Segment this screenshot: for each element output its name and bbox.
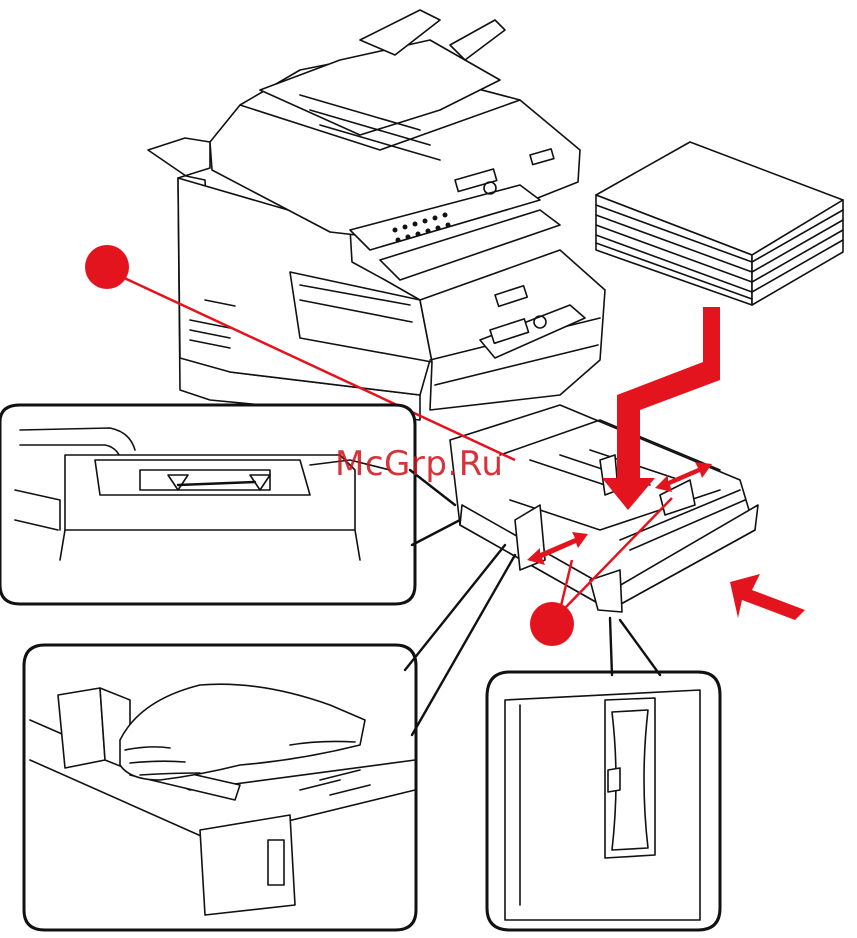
inset-paper-level-indicator <box>487 618 720 930</box>
red-dot-marker-1 <box>85 245 129 289</box>
watermark-text: McGrp.Ru <box>335 444 503 484</box>
paper-stack <box>596 142 843 305</box>
paper-tray <box>450 405 758 612</box>
red-direction-arrow-insert <box>730 574 805 620</box>
red-dot-marker-2 <box>530 602 574 646</box>
inset-rear-guide-detail <box>0 405 460 604</box>
